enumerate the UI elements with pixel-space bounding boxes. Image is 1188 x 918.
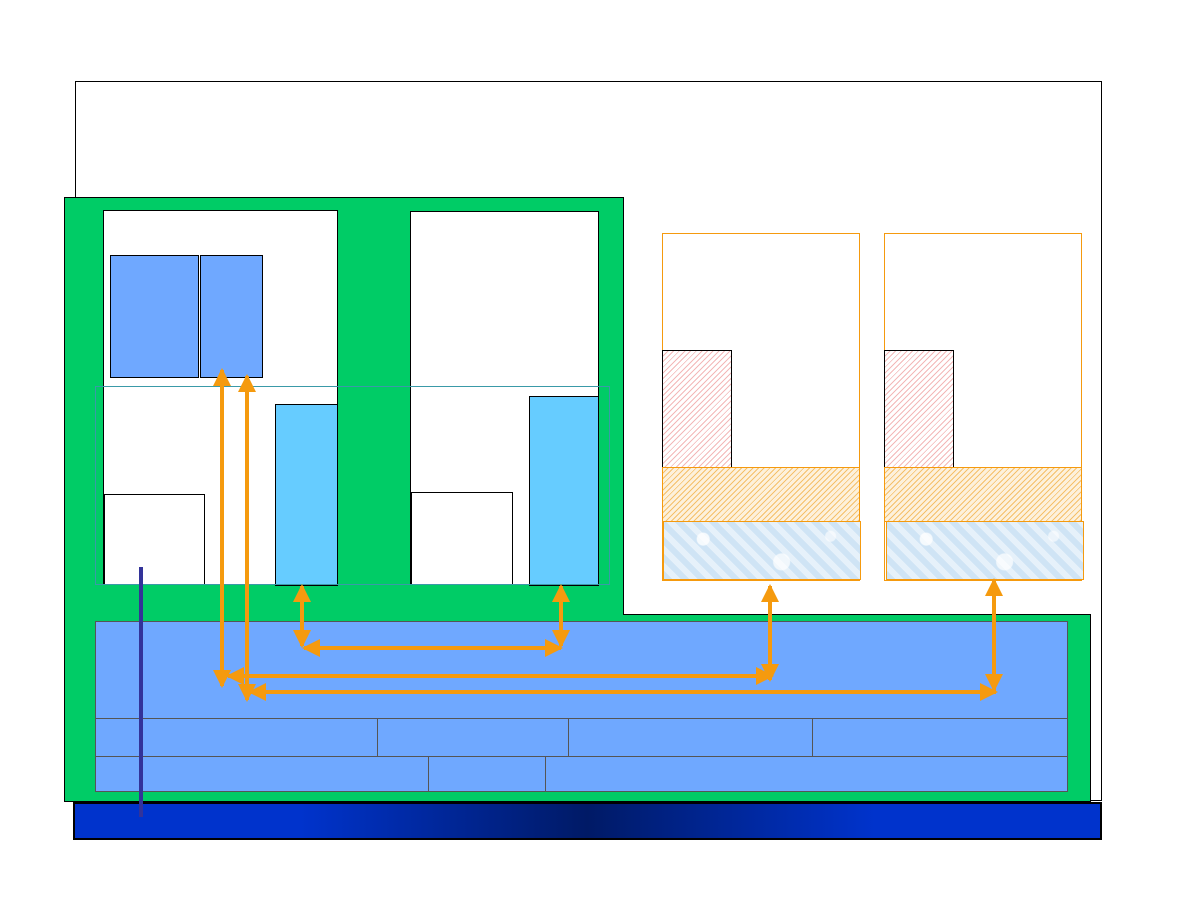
base-panel-row-divider bbox=[95, 718, 1068, 719]
base-panel-cell-divider bbox=[812, 718, 813, 756]
base-panel bbox=[95, 621, 1068, 792]
module-right-1-hatched-block bbox=[662, 350, 732, 468]
module-right-2-textured-band bbox=[886, 521, 1084, 580]
module-left-inner-box bbox=[104, 494, 205, 585]
vertical-connector-line bbox=[139, 567, 143, 817]
module-left-block-b bbox=[200, 255, 263, 378]
base-panel-cell-divider bbox=[428, 756, 429, 792]
base-panel-row-divider bbox=[95, 756, 1068, 757]
module-middle-cyan-column bbox=[529, 396, 599, 586]
base-panel-cell-divider bbox=[568, 718, 569, 756]
module-middle-inner-box bbox=[411, 492, 513, 585]
module-right-1-textured-band bbox=[663, 521, 861, 580]
base-panel-cell-divider bbox=[545, 756, 546, 792]
bottom-gradient-bar bbox=[73, 802, 1102, 840]
module-right-1-hatched-band bbox=[662, 467, 860, 522]
module-right-2-hatched-band bbox=[884, 467, 1082, 522]
module-left-block-a bbox=[110, 255, 199, 378]
green-region-join bbox=[65, 612, 623, 618]
green-region-step-edge bbox=[623, 614, 1091, 615]
module-left-cyan-column bbox=[275, 404, 338, 586]
base-panel-cell-divider bbox=[377, 718, 378, 756]
